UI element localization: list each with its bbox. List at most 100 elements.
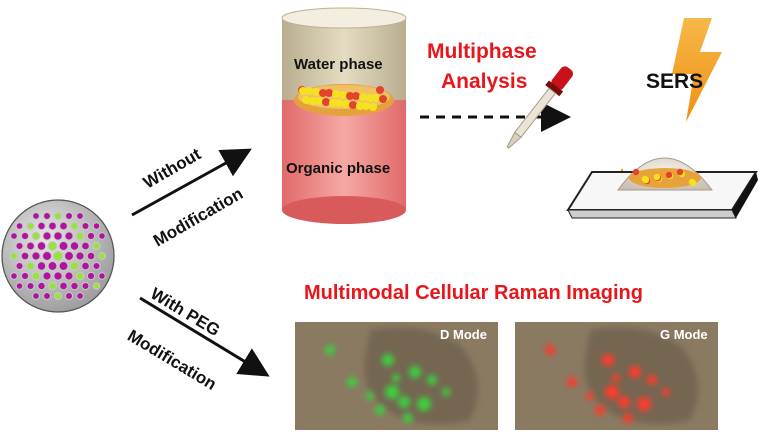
- cage-atom: [75, 231, 85, 241]
- cage-atom: [70, 281, 79, 291]
- interface-particle: [325, 89, 333, 97]
- g-mode-signal: [618, 396, 630, 408]
- d-mode-signal: [382, 354, 394, 366]
- cage-atom: [52, 250, 64, 262]
- cage-atom: [81, 221, 90, 231]
- cage-atom: [53, 231, 63, 241]
- d-mode-signal: [366, 392, 374, 400]
- nanoparticle-cage-icon: [1, 199, 115, 313]
- g-mode-label: G Mode: [660, 327, 708, 342]
- cage-atom: [20, 251, 30, 261]
- cage-atom: [81, 241, 90, 251]
- interface-particle: [342, 100, 350, 108]
- cage-atom: [58, 261, 69, 271]
- multiphase-title-line1: Multiphase: [427, 40, 537, 63]
- cage-atom: [98, 252, 106, 260]
- interface-particle: [299, 87, 307, 95]
- cage-atom: [86, 251, 96, 261]
- interface-particle: [315, 97, 323, 105]
- g-mode-signal: [605, 385, 619, 399]
- g-mode-signal: [629, 366, 641, 378]
- g-mode-signal: [637, 397, 651, 411]
- cage-atom: [64, 211, 74, 221]
- cage-atom: [69, 261, 80, 271]
- droplet-particle: [688, 178, 696, 186]
- cage-atom: [64, 291, 74, 301]
- g-mode-signal: [595, 405, 605, 415]
- g-mode-signal: [586, 392, 594, 400]
- cage-atom: [31, 231, 41, 241]
- cage-atom: [32, 212, 40, 220]
- water-phase-label: Water phase: [294, 56, 383, 73]
- interface-particle: [329, 99, 337, 107]
- interface-particle: [366, 94, 374, 102]
- interface-particle: [379, 95, 387, 103]
- with-peg-arrow: [139, 296, 270, 377]
- g-mode-signal: [647, 375, 657, 385]
- cage-atom: [59, 221, 68, 231]
- d-mode-signal: [325, 345, 335, 355]
- glass-slide-icon: [566, 171, 758, 219]
- cage-atom: [64, 271, 74, 281]
- interface-particle: [319, 89, 327, 97]
- d-mode-signal: [409, 366, 421, 378]
- interface-particle: [376, 86, 384, 94]
- interface-particle: [309, 97, 317, 105]
- cage-atom: [37, 281, 46, 291]
- droplet-particle: [632, 168, 640, 176]
- droplet-particle: [676, 168, 684, 176]
- cage-atom: [98, 272, 106, 280]
- interface-particle: [322, 98, 330, 106]
- cage-atom: [59, 281, 68, 291]
- cage-atom: [42, 291, 52, 301]
- cage-atom: [36, 241, 47, 251]
- interface-particle: [332, 90, 340, 98]
- cage-atom: [26, 221, 35, 231]
- cage-atom: [47, 241, 58, 251]
- cage-atom: [26, 241, 35, 251]
- cage-atom: [75, 271, 85, 281]
- interface-particle: [359, 93, 367, 101]
- cage-atom: [98, 232, 106, 240]
- g-mode-signal: [545, 345, 555, 355]
- cage-atom: [36, 261, 47, 271]
- d-mode-signal: [417, 397, 431, 411]
- cage-atom: [15, 241, 24, 251]
- interface-particle: [352, 92, 360, 100]
- cage-atom: [20, 271, 30, 281]
- cage-atom: [92, 241, 101, 251]
- cage-atom: [10, 272, 18, 280]
- cage-atom: [81, 261, 90, 271]
- droplet-particle: [653, 173, 661, 181]
- d-mode-signal: [347, 377, 357, 387]
- g-mode-signal: [623, 413, 633, 423]
- interface-particle: [302, 96, 310, 104]
- cage-atom: [76, 292, 84, 300]
- cage-atom: [92, 282, 101, 290]
- d-mode-signal: [398, 396, 410, 408]
- cage-atom: [75, 251, 85, 261]
- cage-atom: [92, 222, 101, 230]
- interface-particle: [349, 101, 357, 109]
- cage-atom: [10, 232, 18, 240]
- g-mode-panel: [515, 322, 718, 430]
- laser-bolt-icon: [672, 18, 722, 122]
- cage-atom: [81, 281, 90, 291]
- cage-atom: [37, 221, 46, 231]
- g-mode-signal: [567, 377, 577, 387]
- cage-atom: [53, 271, 63, 281]
- interface-particle: [305, 87, 313, 95]
- cage-atom: [70, 221, 79, 231]
- cage-atom: [48, 221, 57, 231]
- cage-atom: [15, 282, 24, 290]
- cage-atom: [31, 251, 41, 261]
- two-phase-vial-icon: [281, 7, 407, 224]
- cage-atom: [26, 281, 35, 291]
- cage-atom: [42, 271, 52, 281]
- cage-atom: [69, 241, 80, 251]
- d-mode-signal: [403, 413, 413, 423]
- d-mode-signal: [375, 405, 385, 415]
- cage-atom: [86, 271, 96, 281]
- g-mode-signal: [612, 374, 620, 382]
- cage-atom: [42, 211, 52, 221]
